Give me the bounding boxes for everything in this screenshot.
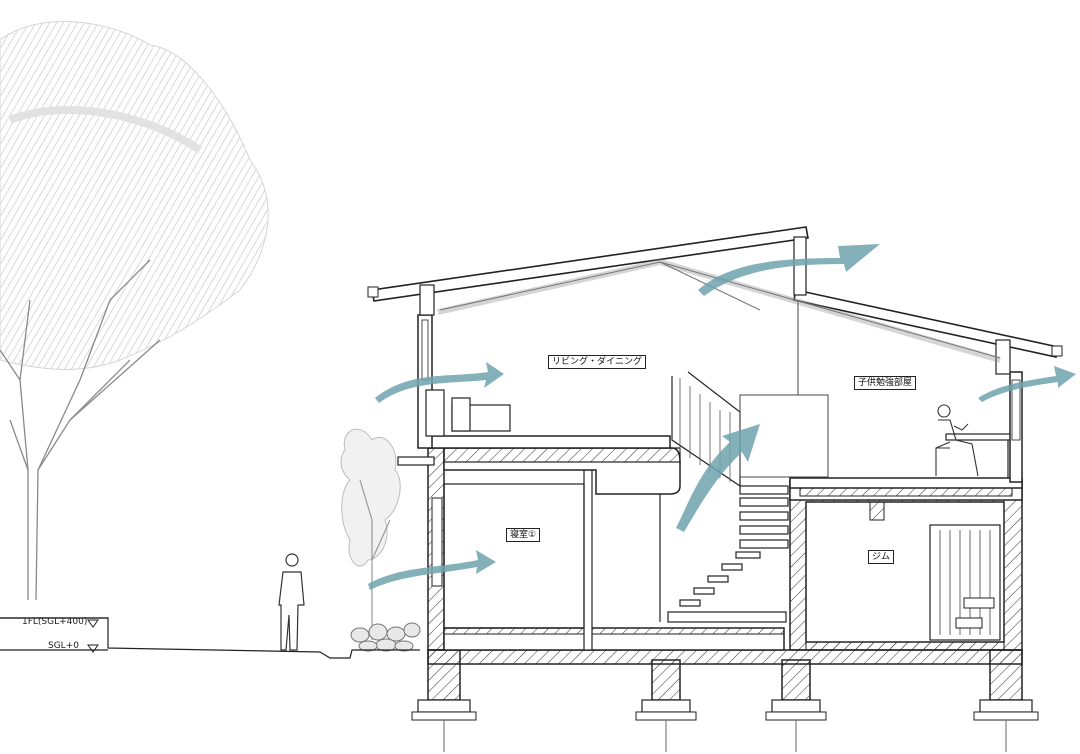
level-markers bbox=[87, 619, 99, 653]
base-slab bbox=[427, 649, 1023, 665]
room-label-bedroom: 寝室① bbox=[506, 528, 541, 542]
person-figure bbox=[278, 553, 305, 651]
room-label-living-dining: リビング・ダイニング bbox=[548, 355, 647, 369]
airflow-arrow bbox=[978, 366, 1076, 402]
level-label-first-floor: 1FL(SGL+400) bbox=[22, 617, 88, 627]
foundations bbox=[411, 649, 1039, 752]
staircase bbox=[659, 371, 789, 623]
large-tree bbox=[0, 21, 269, 601]
ground-line bbox=[0, 617, 420, 659]
airflow-arrow bbox=[676, 424, 760, 532]
airflow-arrow bbox=[375, 362, 504, 403]
lower-floor-walls bbox=[427, 447, 1023, 651]
small-tree bbox=[340, 428, 421, 652]
airflow-arrow bbox=[698, 244, 880, 296]
room-label-kids-study: 子供勉強部屋 bbox=[854, 376, 917, 390]
airflow-arrows bbox=[368, 244, 1076, 590]
level-label-ground: SGL+0 bbox=[48, 641, 79, 651]
roof bbox=[367, 226, 1063, 375]
airflow-arrow bbox=[368, 550, 496, 590]
room-label-gym: ジム bbox=[868, 550, 895, 564]
